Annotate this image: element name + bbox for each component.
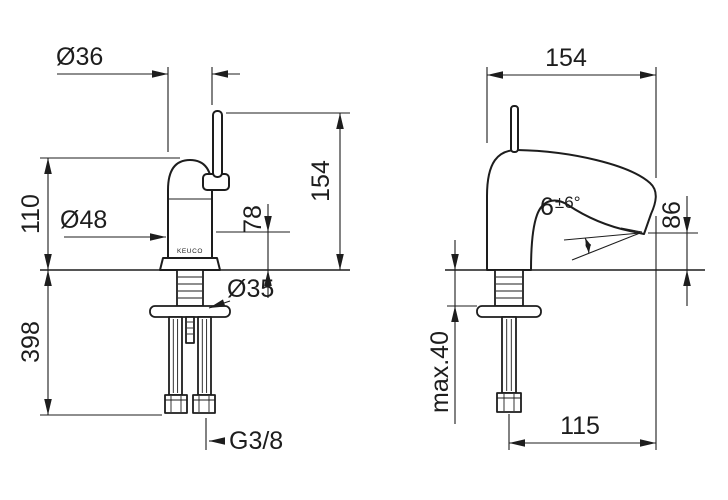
angle-tolerance: ±6°: [555, 193, 581, 212]
lever-handle: [212, 110, 223, 178]
dim-label-depth: 154: [545, 44, 587, 72]
dim-spray-angle: 6±6°: [540, 193, 641, 261]
dim-label-base-diameter: Ø48: [60, 206, 107, 234]
dim-label-outlet-height: 86: [658, 201, 686, 229]
leader-line: [208, 299, 231, 309]
dim-label-aerator-height: 78: [239, 205, 267, 233]
dim-body-diameter: Ø36: [56, 43, 240, 152]
aerator-line: [620, 227, 643, 233]
dim-aerator-height: 78: [216, 204, 290, 298]
dim-label-max-thickness: max.40: [426, 331, 454, 413]
mounting-washer: [476, 305, 542, 318]
dim-label-body-diameter: Ø36: [56, 43, 103, 71]
base-flange: [159, 257, 221, 271]
mounting-washer: [149, 305, 231, 318]
dim-hole-diameter: Ø35: [208, 275, 274, 309]
brand-logo: KEUCO: [177, 248, 203, 255]
angle-line: [571, 232, 641, 261]
threaded-shank: [494, 269, 524, 307]
dim-label-hose-length: 398: [17, 321, 45, 363]
hose-nut-right: [192, 394, 216, 414]
dim-projection: 115: [508, 216, 657, 450]
hose-braid-lines: [172, 319, 208, 393]
stud-threads: [187, 321, 193, 335]
supply-hose: [501, 316, 517, 394]
mounting-stud: [185, 316, 195, 344]
shank-threads: [496, 276, 522, 299]
dim-spout-height: 110: [17, 157, 180, 270]
dim-max-mounting-thickness: max.40: [426, 240, 477, 424]
front-view: KEUCO: [17, 43, 350, 455]
dim-base-diameter: Ø48: [60, 206, 166, 241]
lever-handle-side: [510, 105, 519, 153]
dim-outlet-height: 86: [648, 196, 698, 306]
dim-hose-length: 398: [17, 270, 162, 416]
shank-threads: [178, 276, 202, 299]
dim-depth: 154: [486, 44, 657, 178]
hose-nut-left: [164, 394, 188, 414]
supply-hose-right: [197, 316, 212, 396]
dim-total-height: 154: [226, 112, 350, 270]
dim-label-projection: 115: [560, 412, 600, 440]
supply-hose-left: [168, 316, 183, 396]
angle-reference-line: [563, 232, 641, 241]
nut-facet-lines: [165, 396, 215, 412]
dim-thread-size: G3/8: [205, 418, 283, 455]
dim-label-spray-angle: 6±6°: [540, 193, 581, 221]
dim-label-hole-diameter: Ø35: [227, 275, 274, 303]
hose-braid-lines: [506, 319, 512, 391]
nut-facet-lines: [497, 394, 521, 411]
dim-label-spout-height: 110: [17, 194, 45, 234]
angle-arc: [584, 237, 592, 254]
angle-value: 6: [540, 193, 554, 221]
dim-label-total-height: 154: [307, 160, 335, 202]
hose-nut: [496, 392, 522, 413]
dim-label-thread-size: G3/8: [229, 427, 283, 455]
side-view: 154 86 6±6° max.40: [426, 44, 705, 450]
threaded-shank: [176, 269, 204, 307]
